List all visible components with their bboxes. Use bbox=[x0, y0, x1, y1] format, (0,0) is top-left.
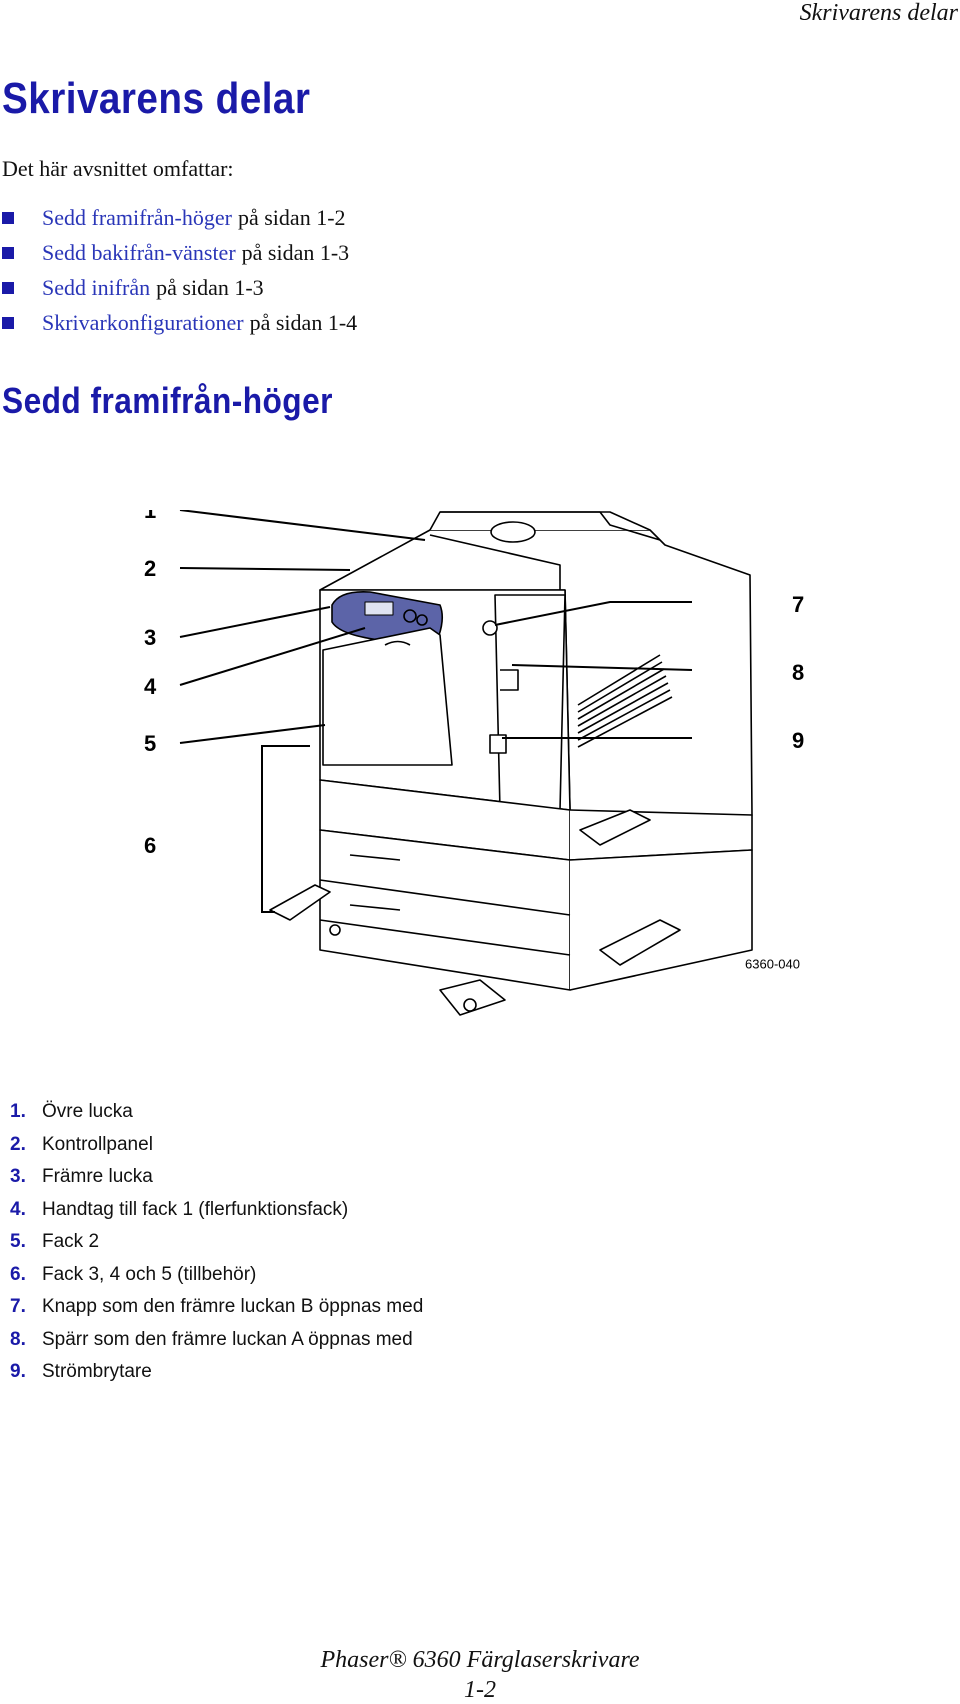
callout-5: 5 bbox=[144, 731, 156, 756]
callout-4: 4 bbox=[144, 674, 157, 699]
legend-text: Knapp som den främre luckan B öppnas med bbox=[42, 1296, 424, 1318]
toc-page-ref: på sidan 1-3 bbox=[156, 274, 264, 300]
legend-text: Kontrollpanel bbox=[42, 1133, 153, 1155]
toc-item: Sedd inifrån på sidan 1-3 bbox=[2, 270, 357, 305]
legend-item: 2. Kontrollpanel bbox=[10, 1129, 423, 1162]
legend-text: Fack 3, 4 och 5 (tillbehör) bbox=[42, 1263, 257, 1285]
toc-link[interactable]: Sedd bakifrån-vänster bbox=[42, 239, 236, 265]
callout-2: 2 bbox=[144, 556, 156, 581]
legend-list: 1. Övre lucka 2. Kontrollpanel 3. Främre lu… bbox=[10, 1096, 423, 1389]
legend-number: 9. bbox=[10, 1361, 26, 1383]
legend-text: Främre lucka bbox=[42, 1166, 153, 1188]
toc-link[interactable]: Skrivarkonfigurationer bbox=[42, 309, 244, 335]
running-header: Skrivarens delar bbox=[799, 0, 958, 26]
bullet-square-icon bbox=[2, 211, 14, 224]
legend-item: 9. Strömbrytare bbox=[10, 1356, 423, 1389]
legend-number: 8. bbox=[10, 1328, 26, 1350]
legend-item: 5. Fack 2 bbox=[10, 1226, 423, 1259]
footer-page-number: 1-2 bbox=[464, 1677, 496, 1703]
legend-text: Övre lucka bbox=[42, 1101, 133, 1123]
legend-item: 7. Knapp som den främre luckan B öppnas m… bbox=[10, 1291, 423, 1324]
legend-text: Fack 2 bbox=[42, 1231, 100, 1253]
callout-6: 6 bbox=[144, 833, 156, 858]
toc-link[interactable]: Sedd framifrån-höger bbox=[42, 204, 232, 230]
legend-text: Spärr som den främre luckan A öppnas med bbox=[42, 1328, 413, 1350]
bullet-square-icon bbox=[2, 281, 14, 294]
legend-number: 3. bbox=[10, 1166, 26, 1188]
toc-page-ref: på sidan 1-4 bbox=[249, 309, 358, 335]
figure-id: 6360-040 bbox=[745, 956, 800, 971]
legend-text: Handtag till fack 1 (flerfunktionsfack) bbox=[42, 1198, 349, 1220]
footer-product-title: Phaser® 6360 Färglaserskrivare bbox=[320, 1647, 640, 1673]
section-intro: Det här avsnittet omfattar: bbox=[2, 156, 234, 181]
callout-3: 3 bbox=[144, 625, 156, 650]
legend-number: 4. bbox=[10, 1198, 26, 1220]
printer-figure: 1 2 3 4 5 6 7 8 9 6360-040 bbox=[144, 510, 804, 1016]
toc-link[interactable]: Sedd inifrån bbox=[42, 274, 151, 300]
toc-page-ref: på sidan 1-2 bbox=[237, 204, 346, 230]
legend-item: 6. Fack 3, 4 och 5 (tillbehör) bbox=[10, 1259, 423, 1292]
callout-1: 1 bbox=[144, 510, 156, 523]
callout-9: 9 bbox=[792, 728, 804, 753]
toc-item: Sedd framifrån-höger på sidan 1-2 bbox=[2, 200, 357, 235]
legend-item: 8. Spärr som den främre luckan A öppnas m… bbox=[10, 1324, 423, 1357]
toc-list: Sedd framifrån-höger på sidan 1-2 Sedd b… bbox=[2, 200, 357, 340]
legend-item: 3. Främre lucka bbox=[10, 1161, 423, 1194]
toc-item: Skrivarkonfigurationer på sidan 1-4 bbox=[2, 305, 357, 340]
subsection-title: Sedd framifrån-höger bbox=[2, 380, 333, 421]
legend-number: 5. bbox=[10, 1231, 26, 1253]
legend-number: 6. bbox=[10, 1263, 26, 1285]
legend-item: 1. Övre lucka bbox=[10, 1096, 423, 1129]
legend-number: 7. bbox=[10, 1296, 26, 1318]
section-title: Skrivarens delar bbox=[2, 74, 311, 123]
callout-8: 8 bbox=[792, 660, 804, 685]
bullet-square-icon bbox=[2, 246, 14, 259]
toc-page-ref: på sidan 1-3 bbox=[241, 239, 350, 265]
legend-item: 4. Handtag till fack 1 (flerfunktionsfack… bbox=[10, 1194, 423, 1227]
toc-item: Sedd bakifrån-vänster på sidan 1-3 bbox=[2, 235, 357, 270]
legend-number: 1. bbox=[10, 1101, 26, 1123]
callout-7: 7 bbox=[792, 592, 804, 617]
legend-number: 2. bbox=[10, 1133, 26, 1155]
bullet-square-icon bbox=[2, 316, 14, 329]
legend-text: Strömbrytare bbox=[42, 1361, 152, 1383]
